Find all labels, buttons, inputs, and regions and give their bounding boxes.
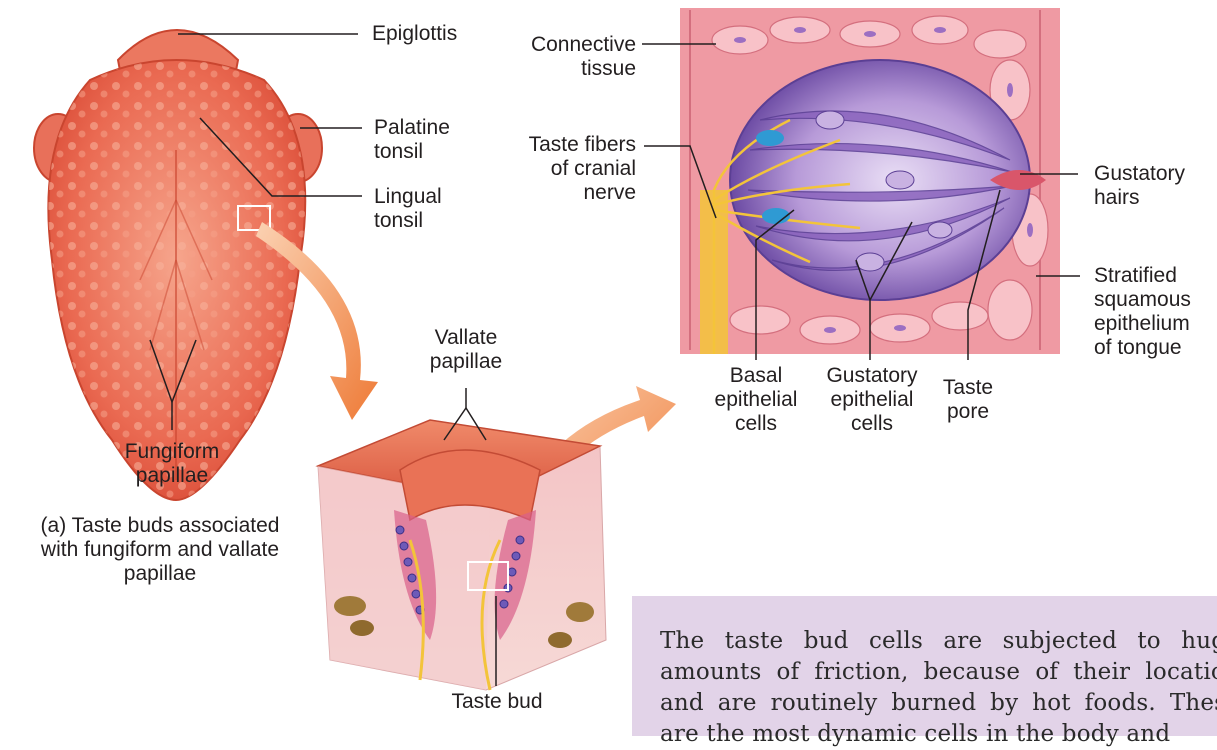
- vallate-papilla-block: [318, 420, 606, 690]
- tongue-illustration: [34, 30, 322, 500]
- label-taste-pore: Taste pore: [928, 376, 1008, 424]
- label-stratified-epithelium: Stratified squamous epithelium of tongue: [1094, 264, 1191, 360]
- label-epiglottis: Epiglottis: [372, 22, 457, 46]
- label-basal-cells: Basal epithelial cells: [696, 364, 816, 436]
- label-vallate-papillae: Vallate papillae: [408, 326, 524, 374]
- label-palatine-tonsil: Palatine tonsil: [374, 116, 450, 164]
- info-note-text: The taste bud cells are subjected to hug…: [660, 626, 1217, 750]
- label-taste-fibers: Taste fibers of cranial nerve: [476, 133, 636, 205]
- label-lingual-tonsil: Lingual tonsil: [374, 185, 442, 233]
- label-gustatory-hairs: Gustatory hairs: [1094, 162, 1185, 210]
- label-fungiform-papillae: Fungiform papillae: [108, 440, 236, 488]
- label-taste-bud: Taste bud: [432, 690, 562, 714]
- label-connective-tissue: Connective tissue: [476, 33, 636, 81]
- label-gustatory-cells: Gustatory epithelial cells: [808, 364, 936, 436]
- caption-a: (a) Taste buds associated with fungiform…: [10, 514, 310, 586]
- info-note-box: The taste bud cells are subjected to hug…: [632, 596, 1217, 736]
